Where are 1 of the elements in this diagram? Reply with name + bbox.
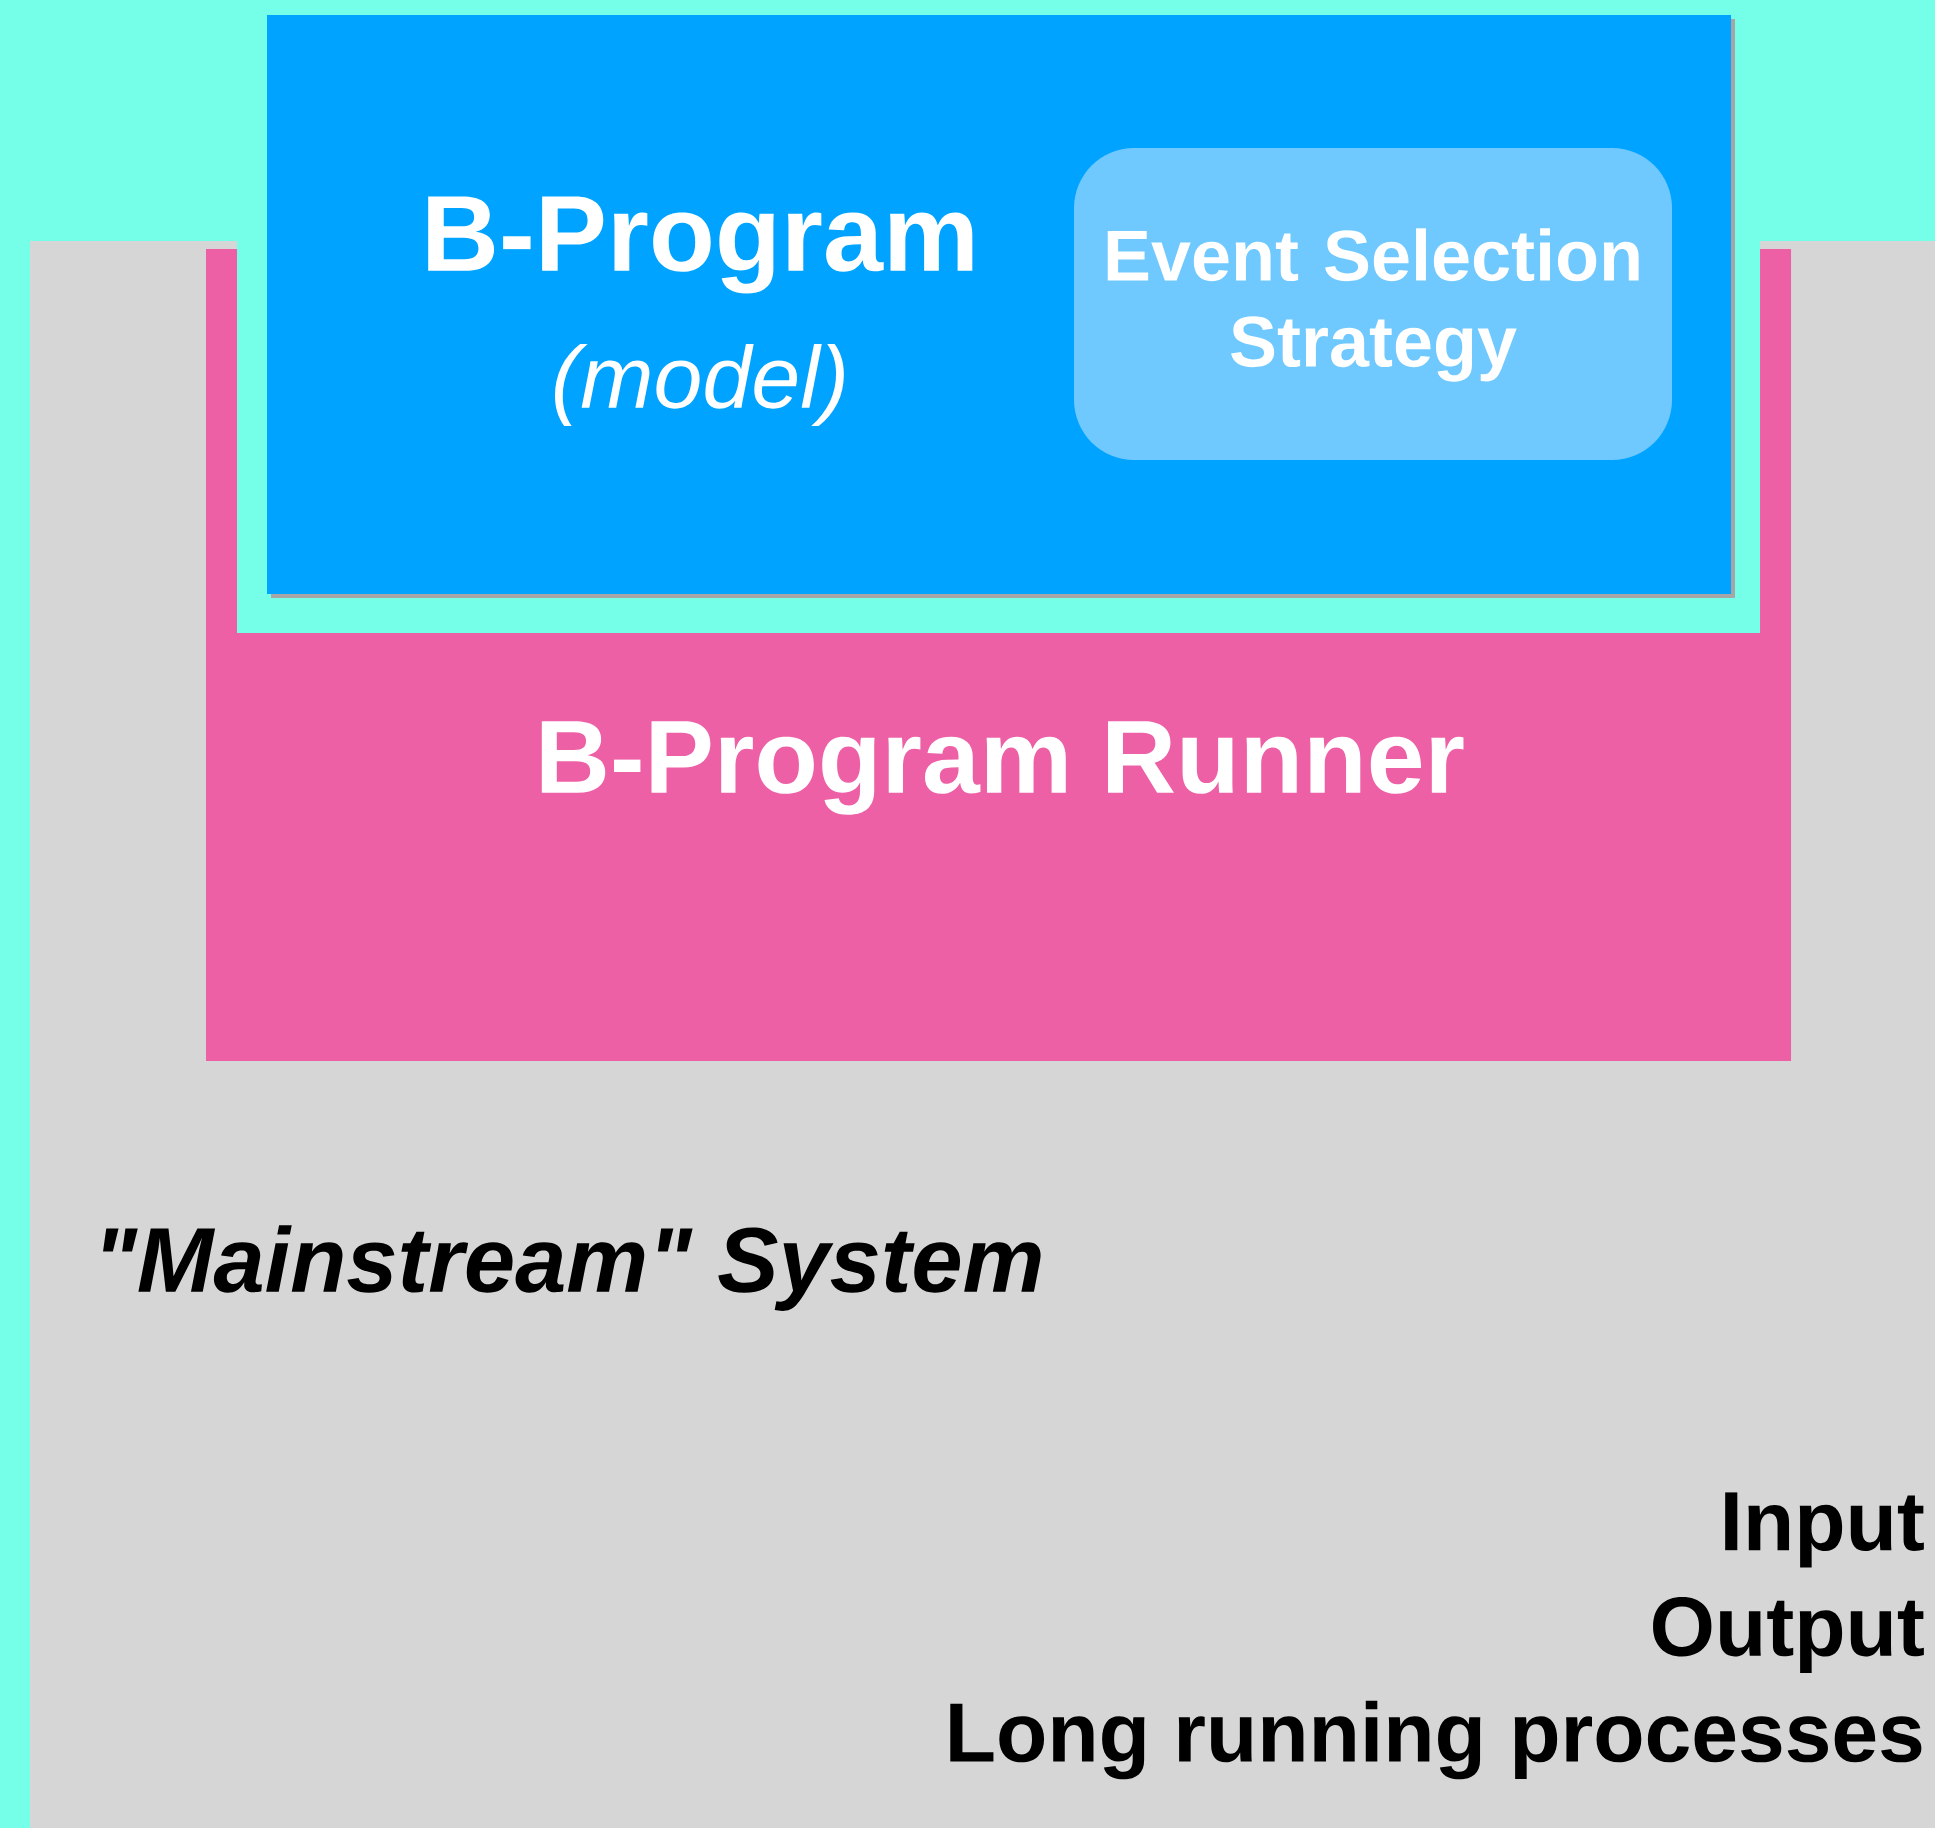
strategy-box: Event Selection Strategy <box>1074 148 1672 460</box>
